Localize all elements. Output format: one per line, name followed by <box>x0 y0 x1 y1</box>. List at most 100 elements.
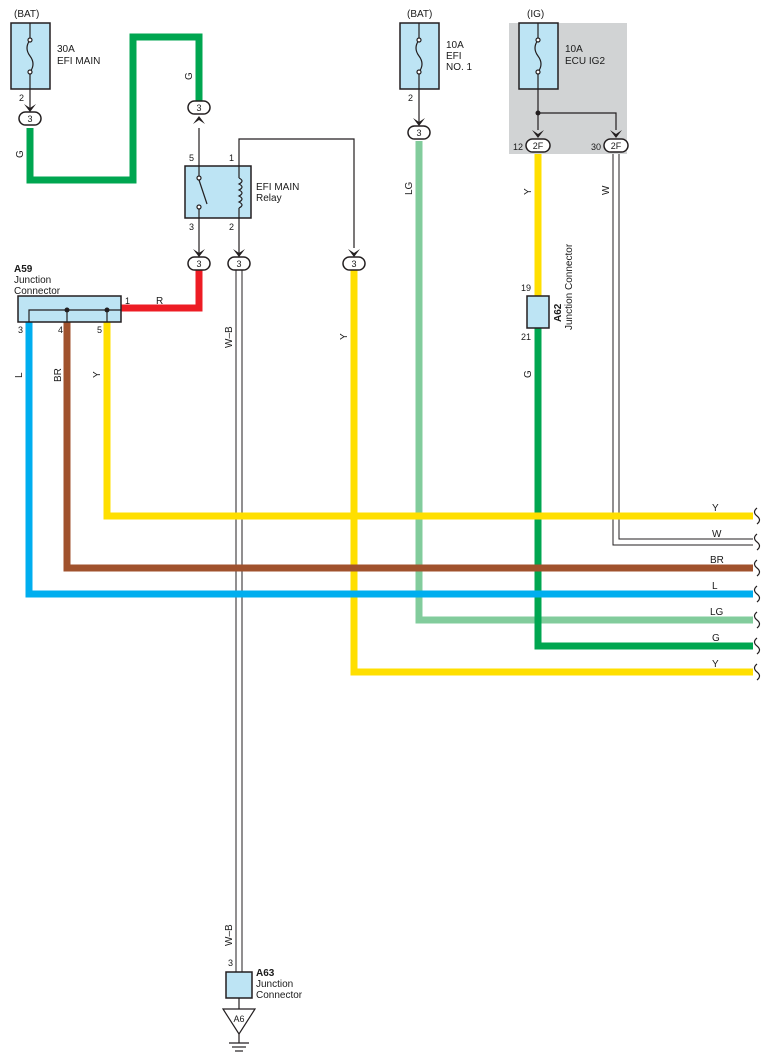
efi-main-rating: 30A <box>57 44 75 55</box>
a63-name-2: Connector <box>256 990 303 1001</box>
relay-pin-3: 3 <box>189 222 194 232</box>
wire-lg <box>415 141 753 624</box>
relay-pin-2: 2 <box>229 222 234 232</box>
wire-label-w-ecu: W <box>601 185 612 195</box>
ecu-ig2-connector-b-label: 2F <box>611 141 622 151</box>
relay-bottom-connector-b <box>227 256 251 271</box>
wire-label-g-right: G <box>184 72 195 80</box>
fuse-icon <box>534 23 542 89</box>
arrow-down-icon <box>233 249 245 257</box>
edge-label-br: BR <box>710 555 724 566</box>
ecu-ig2-connector-b <box>603 138 629 153</box>
efi-main-relay-box <box>184 165 252 219</box>
wire-label-y-middle: Y <box>339 333 350 340</box>
ecu-ig2-rating: 10A <box>565 44 583 55</box>
y-branch-connector <box>342 256 366 271</box>
a63-name-1: Junction <box>256 979 293 990</box>
wire-label-lg: LG <box>404 181 415 195</box>
wire-br-a59 <box>63 322 753 572</box>
relay-name-2: Relay <box>256 193 282 204</box>
edge-label-y-1: Y <box>712 503 719 514</box>
efi-main-name: EFI MAIN <box>57 56 100 67</box>
a62-pin-21: 21 <box>521 332 531 342</box>
a59-splice-point <box>104 307 110 313</box>
wire-g-a62 <box>534 328 753 650</box>
a59-splice-point <box>64 307 70 313</box>
efi-main-supply: (BAT) <box>14 9 39 20</box>
y-branch-connector-label: 3 <box>351 259 356 269</box>
wire-label-wb-bottom: W–B <box>224 924 235 946</box>
arrow-down-icon <box>532 130 544 138</box>
efi-no1-name-1: EFI <box>446 51 462 62</box>
relay-switch-icon <box>196 166 208 218</box>
efi-main-connector <box>18 111 42 126</box>
a63-code: A63 <box>256 968 275 979</box>
a62-code: A62 <box>553 303 564 322</box>
a62-junction-connector <box>526 295 550 329</box>
arrow-down-icon <box>348 249 360 257</box>
a59-code: A59 <box>14 264 33 275</box>
fuse-icon <box>415 23 423 89</box>
ecu-ig2-pin-a: 12 <box>513 142 523 152</box>
efi-no1-rating: 10A <box>446 40 464 51</box>
efi-main-connector-label: 3 <box>27 114 32 124</box>
wire-r <box>121 270 203 312</box>
wire-label-wb-top: W–B <box>224 326 235 348</box>
edge-label-l: L <box>712 581 718 592</box>
edge-label-g: G <box>712 633 720 644</box>
a59-pin-4: 4 <box>58 325 63 335</box>
ground-icon <box>229 1034 249 1052</box>
wire-y-a59 <box>103 322 753 520</box>
ecu-ig2-supply: (IG) <box>527 9 544 20</box>
efi-no1-supply: (BAT) <box>407 9 432 20</box>
ecu-ig2-connector-a-label: 2F <box>533 141 544 151</box>
a62-pin-19: 19 <box>521 283 531 293</box>
ground-label: A6 <box>233 1014 244 1024</box>
wire-w-outline <box>612 154 753 546</box>
wire-label-l-a59: L <box>14 372 25 378</box>
ecu-ig2-splice <box>535 110 541 116</box>
wire-g-efi-main <box>26 33 203 184</box>
relay-bottom-connector-a <box>187 256 211 271</box>
wire-ecu-internal <box>537 88 617 130</box>
arrow-down-icon <box>413 118 425 126</box>
relay-pin-5: 5 <box>189 153 194 163</box>
fuse-icon <box>26 23 34 89</box>
a59-name-1: Junction <box>14 275 51 286</box>
edge-label-lg: LG <box>710 607 724 618</box>
arrow-up-icon <box>193 116 205 124</box>
wire-y-middle <box>350 270 753 676</box>
edge-label-y-2: Y <box>712 659 719 670</box>
wire-relay-pin1 <box>238 138 355 248</box>
efi-no1-connector <box>407 125 431 140</box>
efi-main-pin: 2 <box>19 93 24 103</box>
ecu-ig2-name: ECU IG2 <box>565 56 605 67</box>
a59-junction-connector <box>17 295 122 323</box>
ecu-ig2-pin-b: 30 <box>591 142 601 152</box>
a62-name: Junction Connector <box>564 243 575 330</box>
a59-pin-3: 3 <box>18 325 23 335</box>
wire-label-g-a62: G <box>523 370 534 378</box>
relay-bottom-connector-a-label: 3 <box>196 259 201 269</box>
arrow-down-icon <box>24 104 36 112</box>
edge-break-marks <box>753 507 761 681</box>
relay-coil-icon <box>237 166 243 218</box>
relay-top-connector-label: 3 <box>196 103 201 113</box>
efi-no1-pin: 2 <box>408 93 413 103</box>
wire-l-a59 <box>25 322 753 598</box>
relay-name-1: EFI MAIN <box>256 182 299 193</box>
a63-pin-3: 3 <box>228 958 233 968</box>
ecu-ig2-connector-a <box>525 138 551 153</box>
relay-top-connector <box>187 100 211 115</box>
wire-w <box>613 154 753 545</box>
wire-label-y-a59: Y <box>92 371 103 378</box>
ground-triangle-icon <box>221 1008 257 1036</box>
relay-bottom-connector-b-label: 3 <box>236 259 241 269</box>
wire-label-r: R <box>156 296 163 307</box>
wire-label-g-left: G <box>15 150 26 158</box>
a63-junction-connector <box>225 971 253 999</box>
efi-no1-connector-label: 3 <box>416 128 421 138</box>
wire-label-y-ecu: Y <box>523 188 534 195</box>
efi-no1-name-2: NO. 1 <box>446 62 473 73</box>
a59-name-2: Connector <box>14 286 61 297</box>
